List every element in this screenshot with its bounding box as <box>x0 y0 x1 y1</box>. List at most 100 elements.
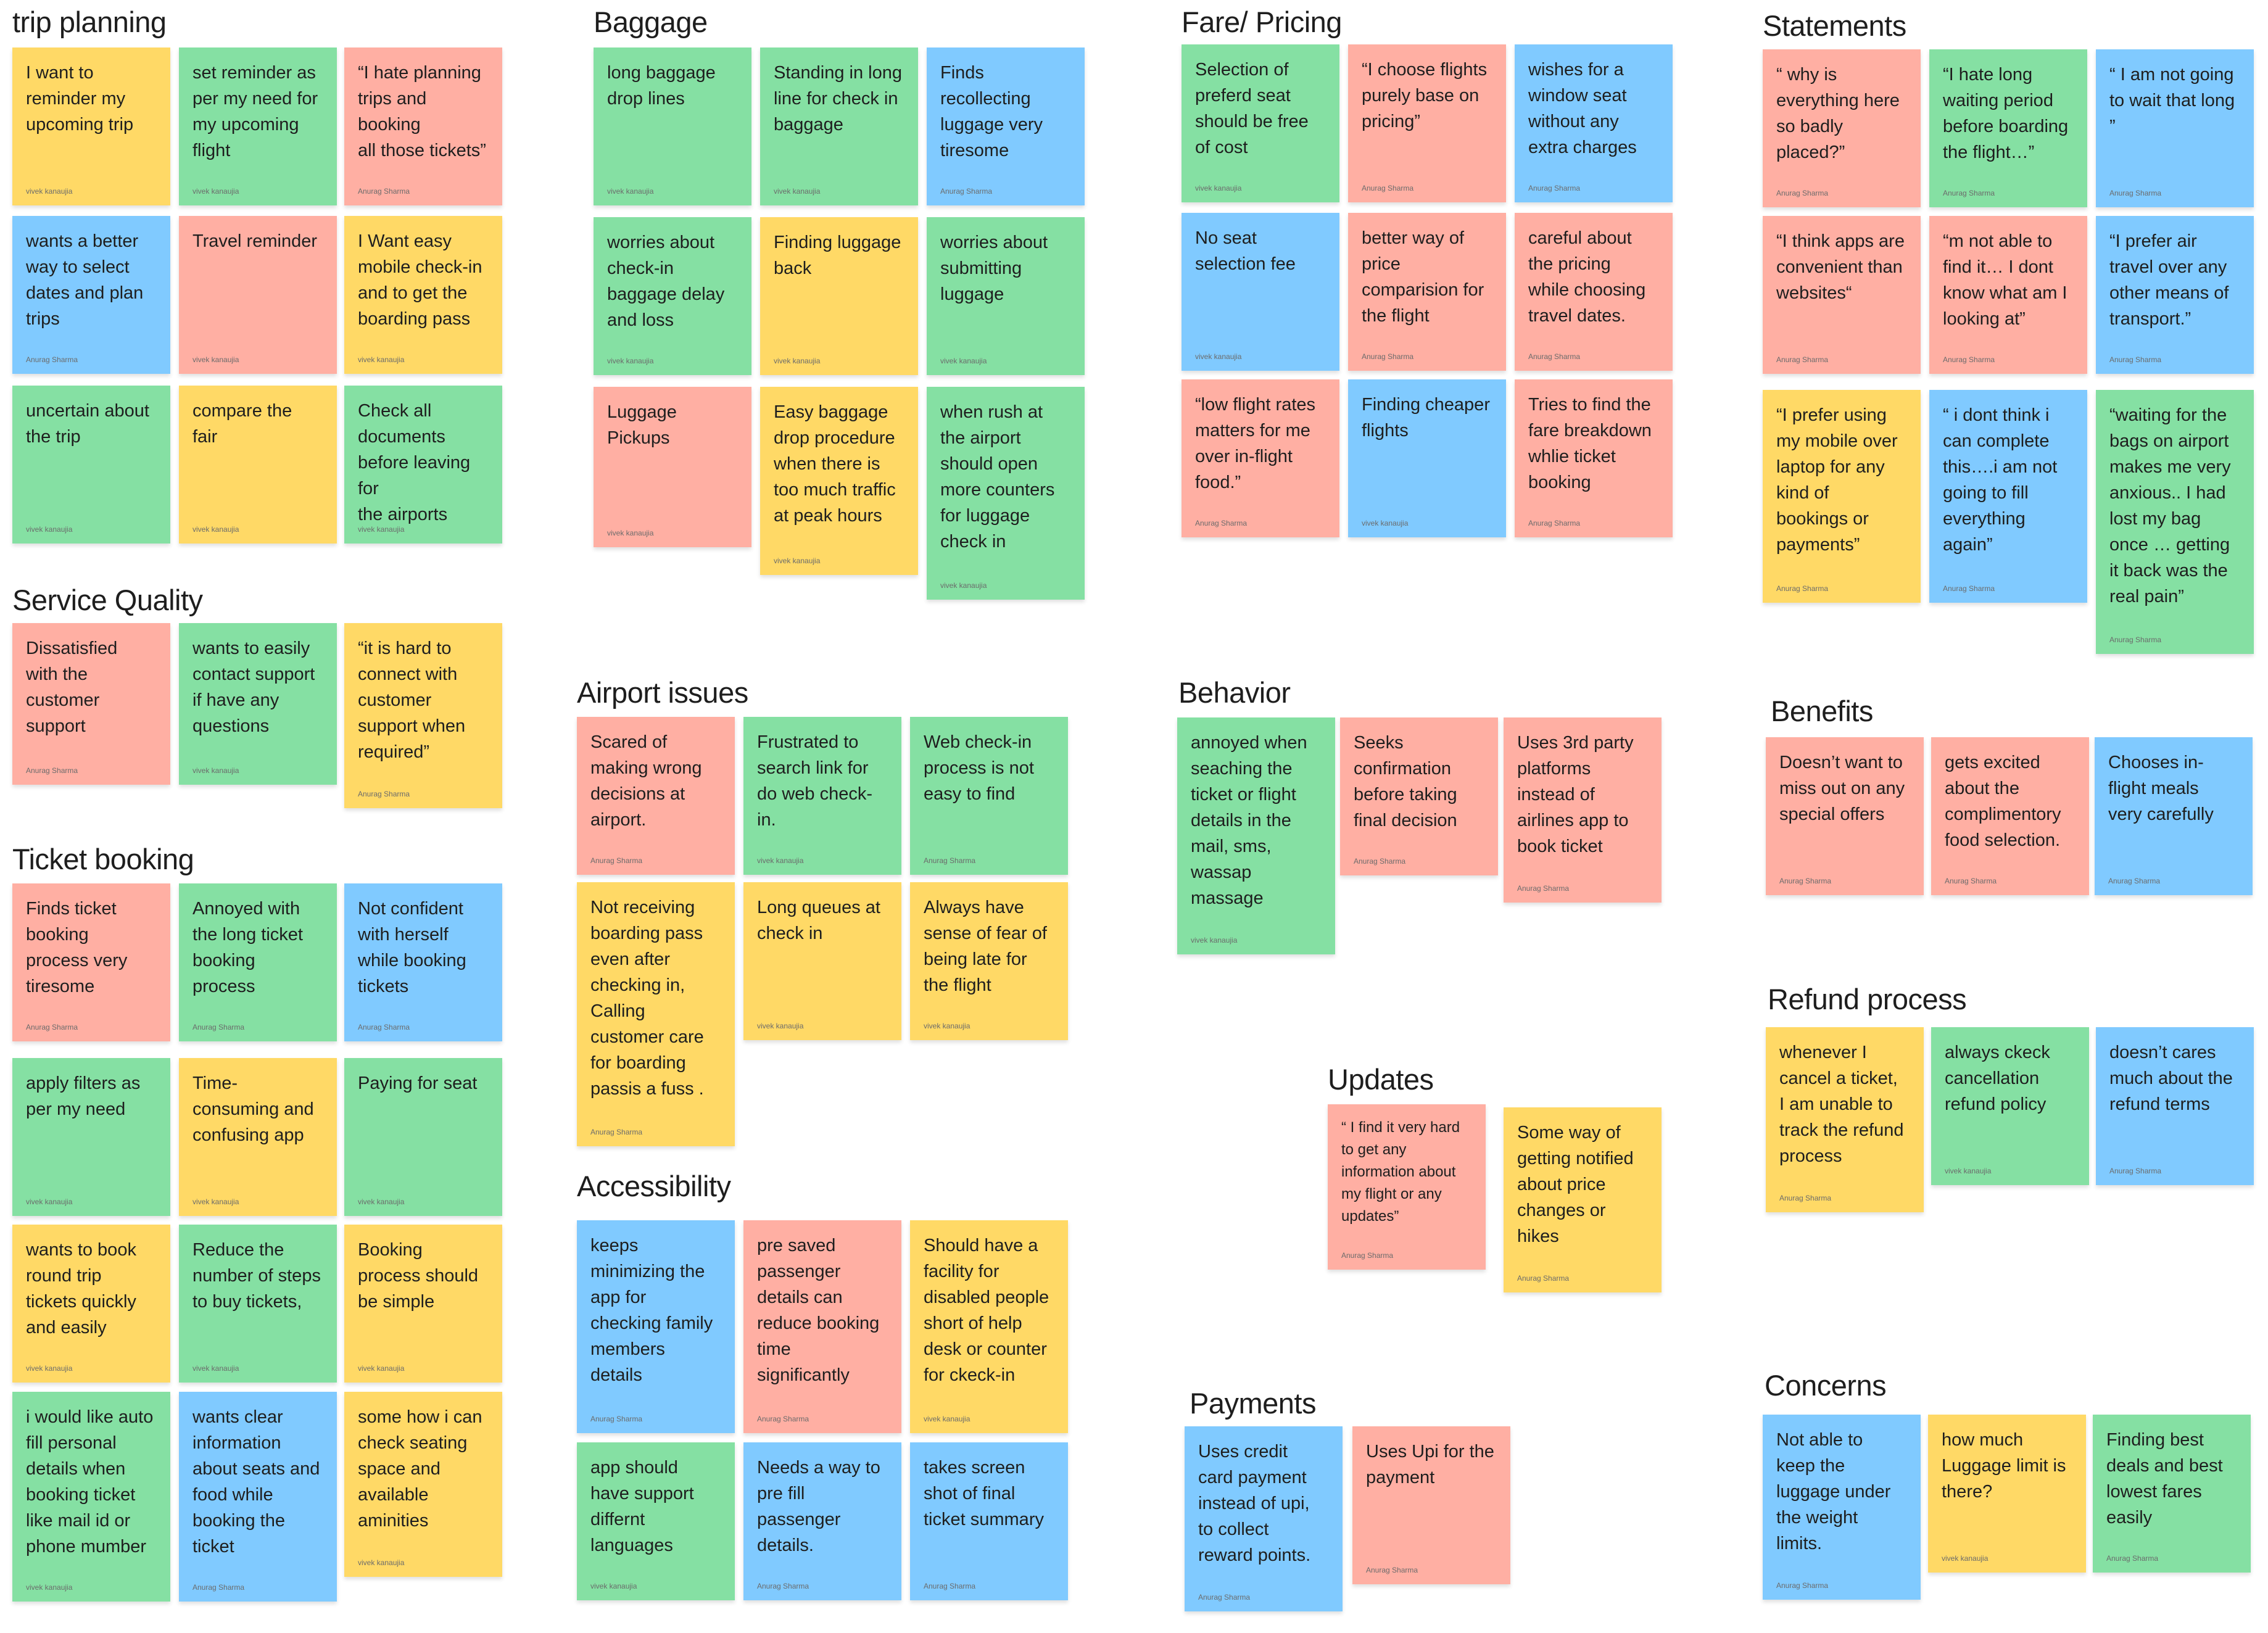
sticky-note[interactable]: Some way of getting notified about price… <box>1504 1107 1662 1292</box>
sticky-note[interactable]: wants to easily contact support if have … <box>179 623 337 785</box>
sticky-note[interactable]: doesn’t cares much about the refund term… <box>2096 1027 2254 1185</box>
sticky-note[interactable]: Scared of making wrong decisions at airp… <box>577 717 735 875</box>
sticky-note[interactable]: Uses 3rd party platforms instead of airl… <box>1504 717 1662 903</box>
sticky-note-author: Anurag Sharma <box>358 187 410 196</box>
sticky-note[interactable]: Not able to keep the luggage under the w… <box>1763 1415 1921 1600</box>
sticky-note-author: Anurag Sharma <box>1943 584 1995 593</box>
sticky-note-text: Easy baggage drop procedure when there i… <box>774 402 896 526</box>
sticky-note[interactable]: when rush at the airport should open mor… <box>927 387 1085 600</box>
sticky-note[interactable]: Tries to find the fare breakdown whlie t… <box>1515 379 1673 537</box>
sticky-note-text: “ i dont think i can complete this….i am… <box>1943 405 2058 555</box>
sticky-note[interactable]: “ why is everything here so badly placed… <box>1763 49 1921 207</box>
sticky-note[interactable]: “ i dont think i can complete this….i am… <box>1929 390 2087 603</box>
sticky-note[interactable]: I Want easy mobile check-in and to get t… <box>344 216 502 374</box>
sticky-note-text: “m not able to find it… I dont know what… <box>1943 231 2067 329</box>
sticky-note[interactable]: careful about the pricing while choosing… <box>1515 213 1673 371</box>
sticky-note[interactable]: “m not able to find it… I dont know what… <box>1929 216 2087 374</box>
sticky-note[interactable]: worries about check-in baggage delay and… <box>594 217 751 375</box>
sticky-note[interactable]: “I hate long waiting period before board… <box>1929 49 2087 207</box>
sticky-note-text: wants a better way to select dates and p… <box>26 231 144 329</box>
sticky-note[interactable]: wants to book round trip tickets quickly… <box>12 1225 170 1383</box>
sticky-note[interactable]: Not confident with herself while booking… <box>344 883 502 1041</box>
sticky-note-author: vivek kanaujia <box>774 357 821 365</box>
section-title-accessibility: Accessibility <box>577 1170 731 1202</box>
sticky-note[interactable]: Frustrated to search link for do web che… <box>743 717 901 875</box>
sticky-note-text: wants to book round trip tickets quickly… <box>26 1240 136 1337</box>
sticky-note[interactable]: “I hate planning trips and booking all t… <box>344 48 502 205</box>
sticky-note[interactable]: Not receiving boarding pass even after c… <box>577 882 735 1146</box>
sticky-note[interactable]: Seeks confirmation before taking final d… <box>1340 717 1498 875</box>
sticky-note[interactable]: “ I find it very hard to get any informa… <box>1328 1104 1486 1270</box>
sticky-note-text: No seat selection fee <box>1195 228 1296 274</box>
sticky-note-text: “ I find it very hard to get any informa… <box>1341 1119 1460 1225</box>
sticky-note[interactable]: “low flight rates matters for me over in… <box>1182 379 1339 537</box>
sticky-note[interactable]: Annoyed with the long ticket booking pro… <box>179 883 337 1041</box>
sticky-note[interactable]: Standing in long line for check in bagga… <box>760 48 918 205</box>
sticky-note[interactable]: Uses credit card payment instead of upi,… <box>1185 1426 1343 1611</box>
sticky-note[interactable]: pre saved passenger details can reduce b… <box>743 1220 901 1433</box>
sticky-note[interactable]: “I choose flights purely base on pricing… <box>1348 44 1506 202</box>
sticky-note-author: vivek kanaujia <box>192 187 239 196</box>
sticky-note-author: vivek kanaujia <box>607 187 654 196</box>
sticky-note[interactable]: Check all documents before leaving for t… <box>344 386 502 544</box>
sticky-note[interactable]: “I think apps are convenient than websit… <box>1763 216 1921 374</box>
sticky-note[interactable]: Doesn’t want to miss out on any special … <box>1766 737 1924 895</box>
sticky-note[interactable]: Always have sense of fear of being late … <box>910 882 1068 1040</box>
sticky-note-text: takes screen shot of final ticket summar… <box>924 1458 1044 1529</box>
sticky-note[interactable]: wants a better way to select dates and p… <box>12 216 170 374</box>
sticky-note[interactable]: Finding best deals and best lowest fares… <box>2093 1415 2251 1573</box>
sticky-note[interactable]: set reminder as per my need for my upcom… <box>179 48 337 205</box>
sticky-note[interactable]: Reduce the number of steps to buy ticket… <box>179 1225 337 1383</box>
sticky-note[interactable]: “I prefer using my mobile over laptop fo… <box>1763 390 1921 603</box>
sticky-note[interactable]: Selection of preferd seat should be free… <box>1182 44 1339 202</box>
sticky-note-text: Reduce the number of steps to buy ticket… <box>192 1240 321 1312</box>
sticky-note[interactable]: wants clear information about seats and … <box>179 1392 337 1602</box>
sticky-note[interactable]: gets excited about the complimentory foo… <box>1931 737 2089 895</box>
sticky-note[interactable]: “ I am not going to wait that long ”Anur… <box>2096 49 2254 207</box>
sticky-note[interactable]: Needs a way to pre fill passenger detail… <box>743 1442 901 1600</box>
sticky-note[interactable]: Should have a facility for disabled peop… <box>910 1220 1068 1433</box>
sticky-note[interactable]: takes screen shot of final ticket summar… <box>910 1442 1068 1600</box>
sticky-note[interactable]: better way of price comparision for the … <box>1348 213 1506 371</box>
sticky-note[interactable]: Finds ticket booking process very tireso… <box>12 883 170 1041</box>
sticky-note[interactable]: keeps minimizing the app for checking fa… <box>577 1220 735 1433</box>
sticky-note[interactable]: how much Luggage limit is there?vivek ka… <box>1928 1415 2086 1573</box>
sticky-note[interactable]: some how i can check seating space and a… <box>344 1392 502 1577</box>
sticky-note-author: vivek kanaujia <box>358 1558 405 1567</box>
sticky-note[interactable]: Easy baggage drop procedure when there i… <box>760 387 918 575</box>
sticky-note-author: Anurag Sharma <box>590 1128 643 1136</box>
sticky-note[interactable]: Finds recollecting luggage very tiresome… <box>927 48 1085 205</box>
sticky-note-text: Finding best deals and best lowest fares… <box>2106 1430 2223 1528</box>
sticky-note[interactable]: “I prefer air travel over any other mean… <box>2096 216 2254 374</box>
sticky-note[interactable]: “it is hard to connect with customer sup… <box>344 623 502 808</box>
sticky-note[interactable]: i would like auto fill personal details … <box>12 1392 170 1602</box>
sticky-note-text: Should have a facility for disabled peop… <box>924 1236 1049 1385</box>
sticky-note[interactable]: wishes for a window seat without any ext… <box>1515 44 1673 202</box>
sticky-note[interactable]: annoyed when seaching the ticket or flig… <box>1177 717 1335 954</box>
section-title-concerns: Concerns <box>1765 1369 1887 1402</box>
sticky-note-author: Anurag Sharma <box>26 1023 78 1031</box>
sticky-note[interactable]: whenever I cancel a ticket, I am unable … <box>1766 1027 1924 1212</box>
sticky-note[interactable]: “waiting for the bags on airport makes m… <box>2096 390 2254 654</box>
sticky-note[interactable]: app should have support differnt languag… <box>577 1442 735 1600</box>
sticky-note[interactable]: Web check-in process is not easy to find… <box>910 717 1068 875</box>
